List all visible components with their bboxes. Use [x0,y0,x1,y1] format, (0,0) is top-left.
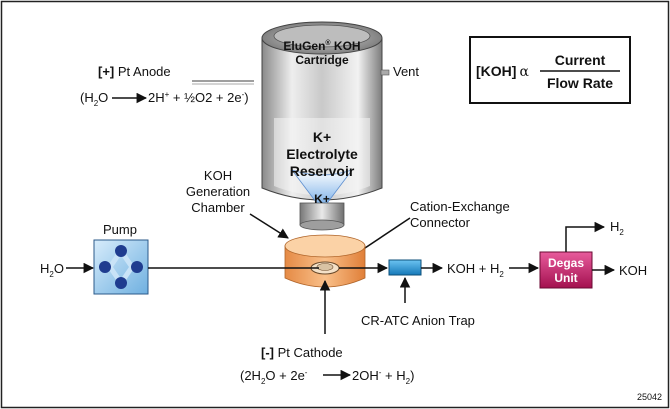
equation-denominator: Flow Rate [547,75,613,91]
reservoir-label-line1: Electrolyte [286,146,358,162]
water-inlet-label: H2O [40,261,64,279]
anion-trap-icon [388,259,422,276]
cathode-equation-right: 2OH- + H2) [352,368,414,386]
connector-label-line2: Connector [410,215,471,230]
degas-label-line2: Unit [554,271,577,285]
cartridge-title-line1: EluGen® KOH [283,39,360,53]
pump-icon [93,239,149,295]
anion-trap-label: CR-ATC Anion Trap [361,313,475,328]
cartridge-title-line2: Cartridge [295,53,349,67]
vent-port [380,69,390,76]
degas-unit: Degas Unit [539,251,593,289]
figure-id: 25042 [637,392,662,402]
elugen-cartridge [261,21,390,231]
vent-label: Vent [393,64,419,79]
cathode-equation-left: (2H2O + 2e- [240,368,308,386]
koh-equation-box: [KOH]α Current Flow Rate [469,36,631,104]
anode-equation-right: 2H+ + ½O2 + 2e-) [148,90,249,105]
chamber-label-line3: Chamber [191,200,245,215]
chamber-label-line2: Generation [186,184,250,199]
equation-lhs: [KOH]α [476,63,529,80]
reservoir-ion-label: K+ [313,129,331,145]
reservoir-label-line2: Reservoir [290,163,355,179]
pump-label: Pump [103,222,137,237]
equation-numerator: Current [555,52,606,68]
anode-equation-left: (H2O [80,90,108,108]
cone-ion-label: K+ [314,192,330,206]
product-label: KOH + H2 [447,261,504,279]
k-ion-cone [290,169,354,211]
degas-label-line1: Degas [548,256,584,270]
hydrogen-vent-arrow [565,221,606,252]
connector-label-line1: Cation-Exchange [410,199,510,214]
anode-label: [+] Pt Anode [98,64,171,79]
koh-generation-chamber [284,234,366,288]
chamber-label-line1: KOH [204,168,232,183]
cathode-label: [-] Pt Cathode [261,345,343,360]
hydrogen-out-label: H2 [610,219,624,237]
koh-out-label: KOH [619,263,647,278]
chamber-pointer-arrow [249,213,289,239]
